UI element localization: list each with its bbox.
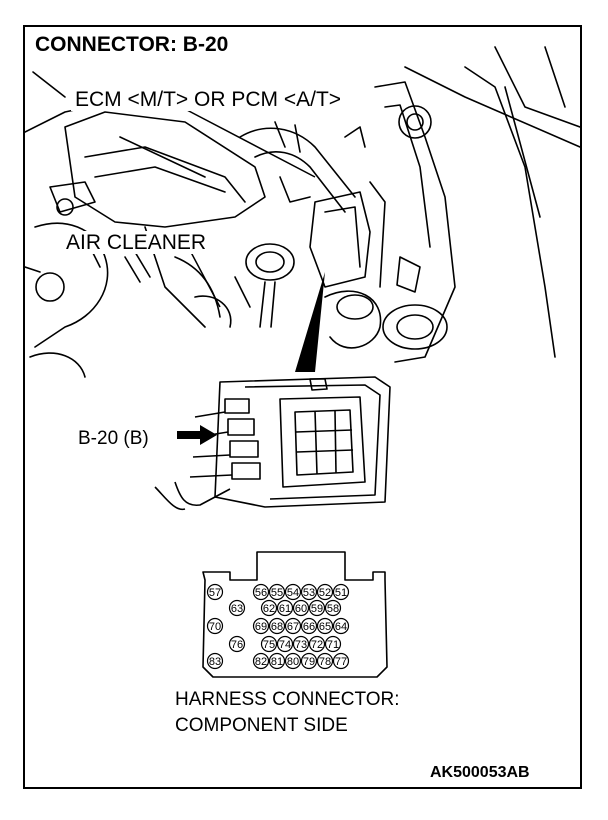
svg-text:68: 68 (271, 621, 283, 633)
svg-text:73: 73 (295, 639, 307, 651)
svg-text:62: 62 (263, 603, 275, 615)
component-side-label: COMPONENT SIDE (175, 715, 348, 736)
connector-pin-64: 64 (332, 617, 350, 635)
connector-pin-83: 83 (206, 652, 224, 670)
svg-text:65: 65 (319, 621, 331, 633)
connector-pin-77: 77 (332, 652, 350, 670)
ecm-module-illustration (154, 376, 391, 511)
svg-text:83: 83 (209, 656, 221, 668)
connector-title: CONNECTOR: B-20 (35, 33, 229, 56)
connector-pin-71: 71 (324, 635, 342, 653)
connector-pin-60: 60 (292, 599, 310, 617)
svg-text:54: 54 (287, 587, 299, 599)
svg-text:69: 69 (255, 621, 267, 633)
svg-text:67: 67 (287, 621, 299, 633)
svg-text:76: 76 (231, 639, 243, 651)
connector-pin-51: 51 (332, 583, 350, 601)
connector-pin-73: 73 (292, 635, 310, 653)
svg-text:64: 64 (335, 621, 347, 633)
svg-text:75: 75 (263, 639, 275, 651)
connector-pin-58: 58 (324, 599, 342, 617)
connector-pin-55: 55 (268, 583, 286, 601)
ecm-pcm-label: ECM <M/T> OR PCM <A/T> (71, 88, 346, 111)
connector-pin-78: 78 (316, 652, 334, 670)
connector-pin-61: 61 (276, 599, 294, 617)
connector-pin-67: 67 (284, 617, 302, 635)
connector-pin-79: 79 (300, 652, 318, 670)
svg-text:77: 77 (335, 656, 347, 668)
svg-text:55: 55 (271, 587, 283, 599)
svg-text:66: 66 (303, 621, 315, 633)
connector-pin-57: 57 (206, 583, 224, 601)
connector-pin-54: 54 (284, 583, 302, 601)
svg-text:57: 57 (209, 587, 221, 599)
connector-pin-75: 75 (260, 635, 278, 653)
connector-pin-80: 80 (284, 652, 302, 670)
connector-pin-66: 66 (300, 617, 318, 635)
engine-bay-illustration (25, 46, 580, 378)
connector-pin-59: 59 (308, 599, 326, 617)
svg-text:59: 59 (311, 603, 323, 615)
connector-pin-53: 53 (300, 583, 318, 601)
diagram-frame: 57 56 55 54 53 52 51 63 62 61 60 59 58 70 69 68 67 66 65 64… (23, 25, 582, 789)
b20-connector-label: B-20 (B) (78, 428, 149, 449)
svg-text:81: 81 (271, 656, 283, 668)
harness-connector-label: HARNESS CONNECTOR: (175, 689, 400, 710)
svg-text:78: 78 (319, 656, 331, 668)
svg-text:72: 72 (311, 639, 323, 651)
svg-text:58: 58 (327, 603, 339, 615)
figure-code: AK500053AB (430, 764, 530, 781)
svg-text:79: 79 (303, 656, 315, 668)
connector-pin-62: 62 (260, 599, 278, 617)
svg-text:52: 52 (319, 587, 331, 599)
connector-pin-82: 82 (252, 652, 270, 670)
svg-text:63: 63 (231, 603, 243, 615)
svg-text:53: 53 (303, 587, 315, 599)
svg-text:70: 70 (209, 621, 221, 633)
connector-pin-74: 74 (276, 635, 294, 653)
svg-text:80: 80 (287, 656, 299, 668)
svg-text:60: 60 (295, 603, 307, 615)
connector-pin-72: 72 (308, 635, 326, 653)
connector-outline (202, 551, 388, 678)
connector-pin-52: 52 (316, 583, 334, 601)
svg-text:56: 56 (255, 587, 267, 599)
air-cleaner-label: AIR CLEANER (62, 231, 211, 254)
svg-text:51: 51 (335, 587, 347, 599)
connector-pin-70: 70 (206, 617, 224, 635)
svg-text:71: 71 (327, 639, 339, 651)
svg-text:74: 74 (279, 639, 291, 651)
svg-text:61: 61 (279, 603, 291, 615)
connector-pin-65: 65 (316, 617, 334, 635)
connector-pin-69: 69 (252, 617, 270, 635)
connector-pin-68: 68 (268, 617, 286, 635)
connector-pin-81: 81 (268, 652, 286, 670)
connector-pin-63: 63 (228, 599, 246, 617)
connector-pin-76: 76 (228, 635, 246, 653)
svg-text:82: 82 (255, 656, 267, 668)
connector-pin-56: 56 (252, 583, 270, 601)
harness-connector-face: 57 56 55 54 53 52 51 63 62 61 60 59 58 70 69 68 67 66 65 64… (202, 551, 388, 678)
